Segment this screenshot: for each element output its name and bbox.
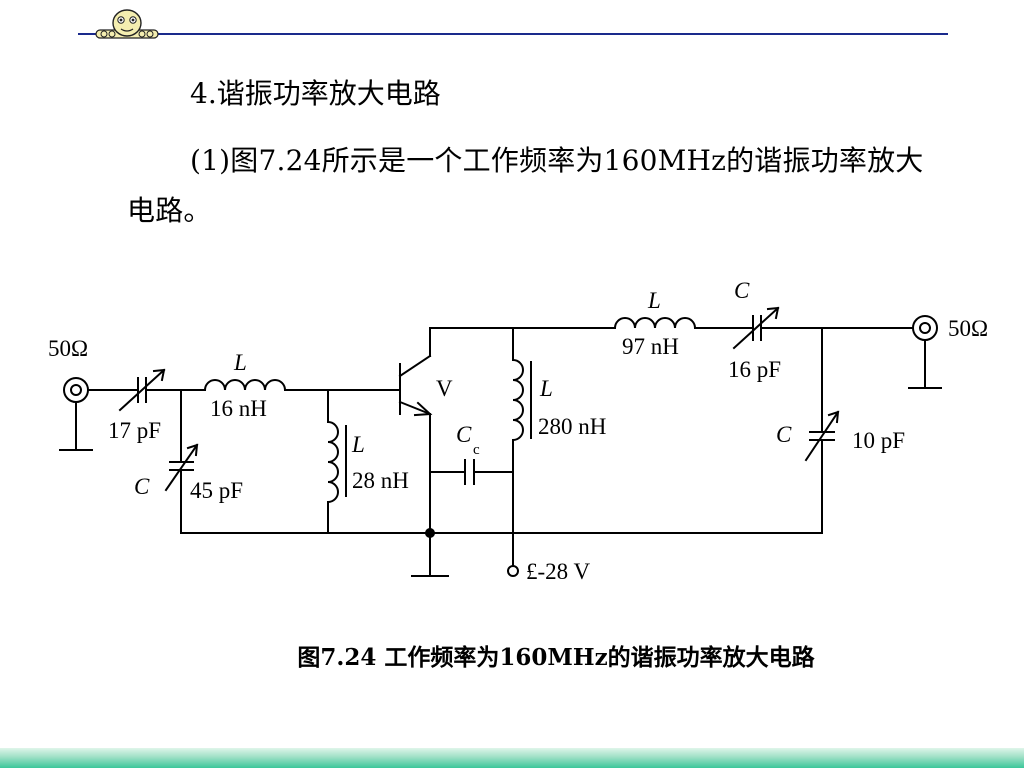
- cc-symbol: C: [456, 422, 472, 447]
- l-series-symbol: L: [233, 350, 247, 375]
- figure-caption: 图7.24 工作频率为160MHz的谐振功率放大电路: [297, 644, 815, 671]
- c-shunt-value: 45 pF: [190, 478, 243, 503]
- l-collector-value: 280 nH: [538, 414, 606, 439]
- c-out-shunt-symbol: C: [776, 422, 792, 447]
- input-shunt-capacitor-icon: [164, 389, 199, 534]
- header-rule: [78, 33, 948, 35]
- l-base-value: 28 nH: [352, 468, 409, 493]
- c-out-series-value: 16 pF: [728, 357, 781, 382]
- l-collector-symbol: L: [539, 376, 553, 401]
- l-out-value: 97 nH: [622, 334, 679, 359]
- transistor-label: V: [436, 376, 453, 401]
- output-impedance-label: 50Ω: [948, 316, 988, 341]
- mascot-logo-icon: [95, 9, 159, 39]
- cc-subscript: c: [473, 442, 480, 458]
- c-in-value: 17 pF: [108, 418, 161, 443]
- output-shunt-capacitor-icon: [804, 327, 840, 534]
- footer-band: [0, 748, 1024, 768]
- c-out-shunt-value: 10 pF: [852, 428, 905, 453]
- intro-paragraph: (1)图7.24所示是一个工作频率为160MHz的谐振功率放大电路。: [127, 144, 924, 227]
- input-impedance-label: 50Ω: [48, 336, 88, 361]
- output-series-capacitor-icon: [732, 306, 913, 350]
- c-out-series-symbol: C: [734, 278, 750, 303]
- supply-terminal-icon: [507, 565, 519, 577]
- c-shunt-symbol: C: [134, 474, 150, 499]
- output-connector-icon: [908, 315, 942, 389]
- l-out-symbol: L: [647, 288, 661, 313]
- junction-dot: [425, 528, 435, 538]
- input-inductor-icon: [203, 379, 401, 392]
- supply-voltage-label: £-28 V: [526, 559, 590, 584]
- l-series-value: 16 nH: [210, 396, 267, 421]
- section-heading: 4.谐振功率放大电路: [190, 77, 441, 110]
- transistor-icon: [398, 327, 449, 577]
- coupling-capacitor-icon: [429, 459, 514, 485]
- base-inductor-icon: [326, 389, 347, 534]
- input-variable-capacitor-icon: [87, 368, 206, 412]
- l-base-symbol: L: [351, 432, 365, 457]
- collector-inductor-icon: [511, 327, 532, 567]
- output-inductor-icon: [613, 317, 754, 330]
- input-connector-icon: [59, 377, 93, 451]
